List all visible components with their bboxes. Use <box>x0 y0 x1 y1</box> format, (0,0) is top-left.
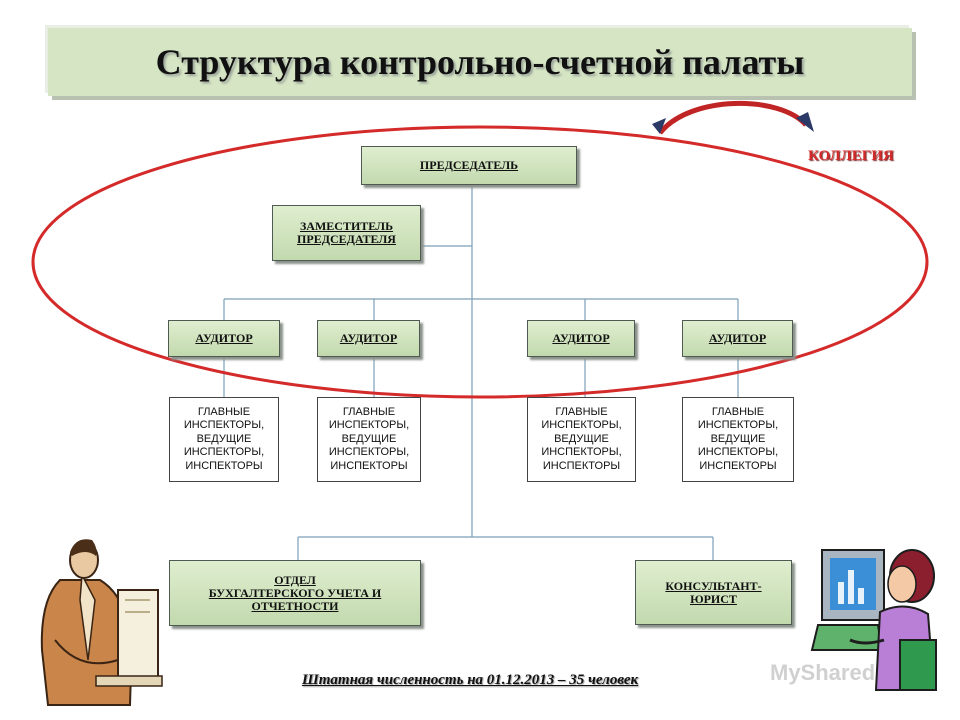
auditor-box-3: АУДИТОР <box>527 320 635 357</box>
inspectors-line: ГЛАВНЫЕ <box>197 405 251 418</box>
auditor-label: АУДИТОР <box>339 331 398 345</box>
accounting-line-1: ОТДЕЛ <box>274 572 316 587</box>
inspectors-line: ИНСПЕКТОРЫ, <box>183 419 265 432</box>
arrow-tail-icon <box>652 118 666 134</box>
inspectors-line: ИНСПЕКТОРЫ, <box>328 446 410 459</box>
title-bar: Структура контрольно-счетной палаты <box>48 28 912 96</box>
inspectors-line: ИНСПЕКТОРЫ, <box>183 446 265 459</box>
woman-at-computer-icon <box>810 549 937 691</box>
auditor-label: АУДИТОР <box>195 331 253 345</box>
inspectors-line: ИНСПЕКТОРЫ <box>330 459 408 472</box>
inspectors-line: ИНСПЕКТОРЫ <box>542 459 621 472</box>
inspectors-line: ВЕДУЩИЕ <box>196 432 252 445</box>
inspectors-line: ИНСПЕКТОРЫ, <box>328 419 410 432</box>
chairman-box: ПРЕДСЕДАТЕЛЬ <box>361 146 577 185</box>
collegium-label: КОЛЛЕГИЯ <box>808 148 894 164</box>
auditor-label: АУДИТОР <box>708 331 767 345</box>
inspectors-line: ВЕДУЩИЕ <box>341 432 397 445</box>
inspectors-line: ИНСПЕКТОРЫ, <box>541 419 622 432</box>
consultant-line-1: КОНСУЛЬТАНТ- <box>665 578 762 593</box>
deputy-box: ЗАМЕСТИТЕЛЬ ПРЕДСЕДАТЕЛЯ <box>272 205 421 261</box>
arrow-head-icon <box>796 112 814 132</box>
accounting-box: ОТДЕЛ БУХГАЛТЕРСКОГО УЧЕТА И ОТЧЕТНОСТИ <box>169 560 421 626</box>
inspectors-line: ГЛАВНЫЕ <box>555 405 608 418</box>
inspectors-line: ИНСПЕКТОРЫ, <box>541 446 622 459</box>
inspectors-box-1: ГЛАВНЫЕ ИНСПЕКТОРЫ, ВЕДУЩИЕ ИНСПЕКТОРЫ, … <box>169 397 279 482</box>
consultant-line-2: ЮРИСТ <box>690 591 737 606</box>
auditor-box-1: АУДИТОР <box>168 320 280 357</box>
man-at-computer-icon <box>40 539 163 706</box>
inspectors-line: ВЕДУЩИЕ <box>554 432 609 445</box>
consultant-box: КОНСУЛЬТАНТ- ЮРИСТ <box>635 560 792 625</box>
auditor-box-4: АУДИТОР <box>682 320 793 357</box>
page-title: Структура контрольно-счетной палаты <box>155 42 805 82</box>
inspectors-box-3: ГЛАВНЫЕ ИНСПЕКТОРЫ, ВЕДУЩИЕ ИНСПЕКТОРЫ, … <box>527 397 636 482</box>
chairman-label: ПРЕДСЕДАТЕЛЬ <box>419 158 519 172</box>
auditor-label: АУДИТОР <box>552 331 610 345</box>
inspectors-line: ИНСПЕКТОРЫ <box>699 459 777 472</box>
inspectors-box-4: ГЛАВНЫЕ ИНСПЕКТОРЫ, ВЕДУЩИЕ ИНСПЕКТОРЫ, … <box>682 397 794 482</box>
deputy-label-line-1: ЗАМЕСТИТЕЛЬ <box>299 219 394 233</box>
collegium-arrow <box>658 101 808 135</box>
inspectors-line: ГЛАВНЫЕ <box>342 405 396 418</box>
deputy-label-line-2: ПРЕДСЕДАТЕЛЯ <box>297 232 396 246</box>
inspectors-line: ИНСПЕКТОРЫ, <box>697 446 779 459</box>
connector-lines <box>223 185 739 560</box>
inspectors-line: ИНСПЕКТОРЫ <box>185 459 263 472</box>
inspectors-line: ВЕДУЩИЕ <box>710 432 766 445</box>
inspectors-box-2: ГЛАВНЫЕ ИНСПЕКТОРЫ, ВЕДУЩИЕ ИНСПЕКТОРЫ, … <box>317 397 421 482</box>
collegium-ellipse <box>31 125 929 399</box>
watermark: MyShared <box>770 660 876 685</box>
auditor-box-2: АУДИТОР <box>317 320 420 357</box>
inspectors-line: ГЛАВНЫЕ <box>711 405 765 418</box>
inspectors-line: ИНСПЕКТОРЫ, <box>697 419 779 432</box>
staff-count-note: Штатная численность на 01.12.2013 – 35 ч… <box>301 672 639 688</box>
accounting-line-2: БУХГАЛТЕРСКОГО УЧЕТА И <box>208 585 382 600</box>
accounting-line-3: ОТЧЕТНОСТИ <box>251 598 339 613</box>
